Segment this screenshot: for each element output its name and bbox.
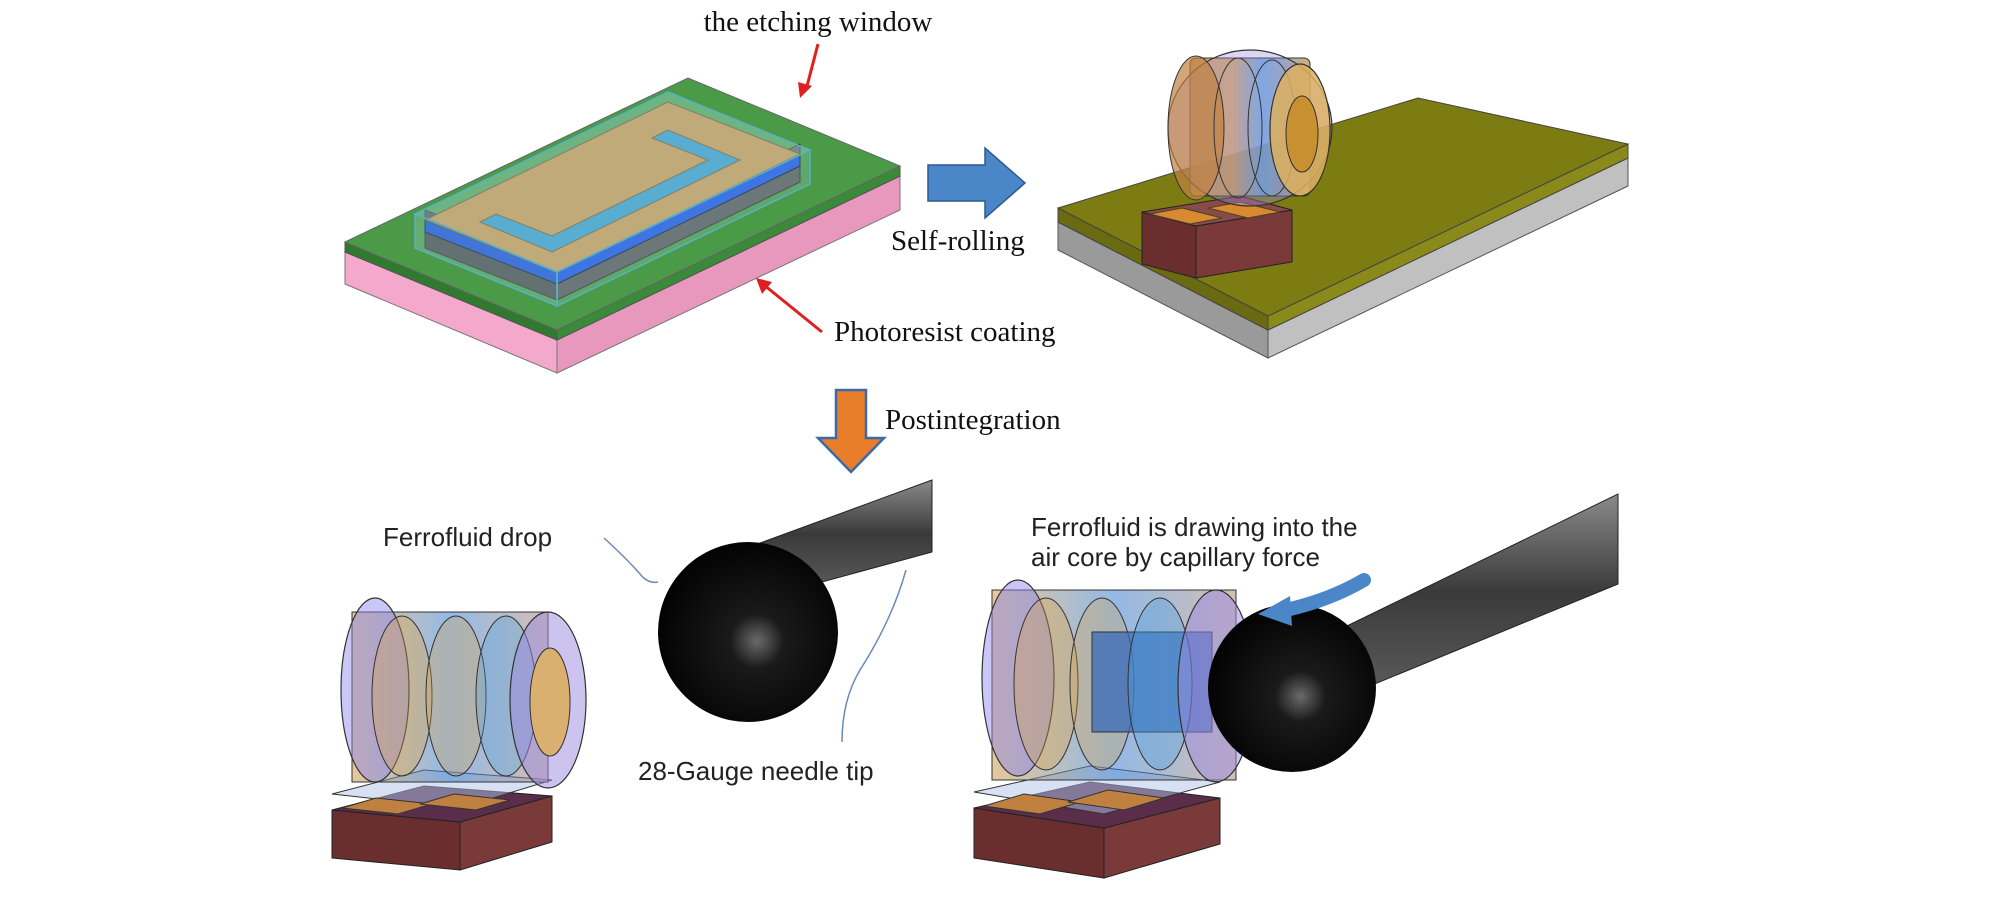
br-outer-shell bbox=[981, 579, 1055, 777]
self-rolling-arrow bbox=[927, 146, 1027, 220]
coil-device-before-fill bbox=[331, 597, 587, 871]
coil-device-filling bbox=[973, 579, 1255, 879]
u-slot bbox=[478, 129, 742, 253]
br-pad-right bbox=[1067, 789, 1165, 811]
ferrofluid-drop-right bbox=[1208, 604, 1376, 772]
coil-core-hole bbox=[1285, 95, 1319, 173]
bl-pad-right bbox=[419, 793, 511, 811]
capillary-label-line1: Ferrofluid is drawing into the bbox=[1031, 512, 1358, 542]
ferrofluid-drop-with-needle bbox=[658, 479, 933, 722]
ferrofluid-drop-with-needle-right bbox=[1208, 493, 1619, 772]
ferrofluid-drop bbox=[658, 542, 838, 722]
photoresist-box-front bbox=[556, 148, 811, 308]
etching-window-pointer bbox=[798, 43, 820, 98]
bl-ring-1 bbox=[371, 615, 433, 777]
self-rolling-label: Self-rolling bbox=[891, 225, 1025, 257]
bl-ring-2 bbox=[425, 615, 487, 777]
ferrofluid-drop-label: Ferrofluid drop bbox=[383, 522, 552, 552]
capillary-flow-arrow bbox=[1258, 573, 1371, 626]
coil-left-end bbox=[1167, 55, 1225, 201]
coil-ring-1 bbox=[1213, 57, 1263, 199]
postintegration-label: Postintegration bbox=[885, 404, 1061, 436]
ferrofluid-drop-leader bbox=[603, 537, 659, 584]
photoresist-label: Photoresist coating bbox=[834, 316, 1056, 348]
photoresist-pointer bbox=[756, 278, 823, 334]
needle-tip-label: 28-Gauge needle tip bbox=[638, 756, 874, 786]
unrolled-stack bbox=[343, 77, 902, 374]
needle-tip-leader bbox=[841, 569, 907, 743]
postintegration-arrow bbox=[815, 388, 887, 474]
capillary-label-line2: air core by capillary force bbox=[1031, 542, 1320, 572]
etching-window-label: the etching window bbox=[704, 6, 933, 38]
br-ring-1 bbox=[1013, 597, 1079, 771]
bl-core-hole bbox=[529, 647, 571, 757]
rolled-device-on-substrate bbox=[1056, 49, 1630, 359]
bl-outer-shell bbox=[340, 597, 410, 783]
contact-pad-left bbox=[1149, 207, 1223, 225]
